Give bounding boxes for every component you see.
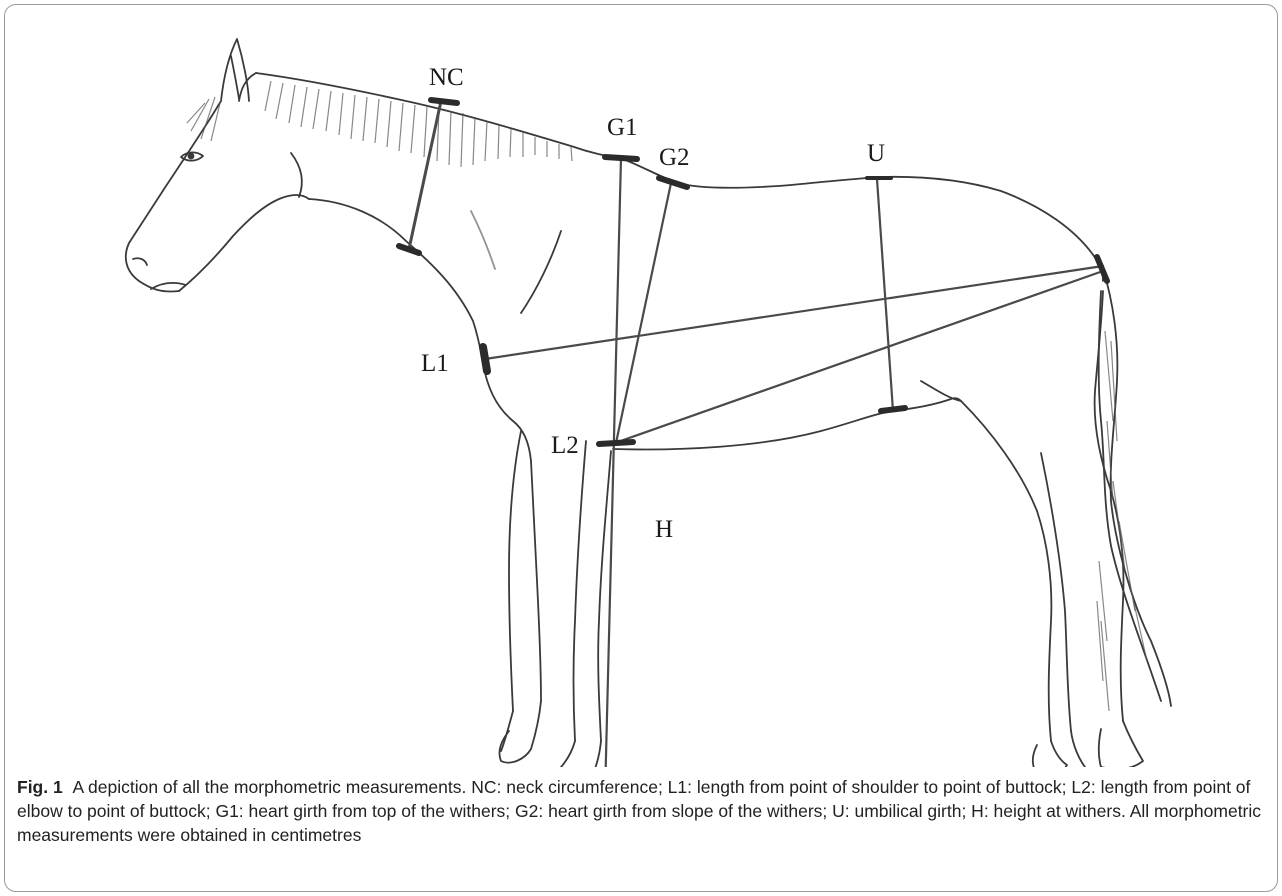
l2-marker <box>599 442 633 444</box>
h-line <box>605 158 621 767</box>
figure-number: Fig. 1 <box>17 777 63 797</box>
l2-line <box>615 271 1103 443</box>
label-l1: L1 <box>421 350 449 377</box>
figure-caption: Fig. 1 A depiction of all the morphometr… <box>17 775 1267 847</box>
u-bottom-marker <box>881 408 905 411</box>
measurement-lines <box>409 101 1103 767</box>
label-u: U <box>867 140 885 167</box>
nc-top-marker <box>431 100 457 103</box>
g2-marker <box>659 178 687 187</box>
caption-text: A depiction of all the morphometric meas… <box>17 777 1261 845</box>
horse-outline <box>126 39 1171 767</box>
measurement-labels: NC G1 G2 U L1 L2 H <box>421 64 885 543</box>
u-line <box>877 179 893 411</box>
horse-diagram: NC G1 G2 U L1 L2 H <box>5 5 1277 767</box>
l1-line <box>485 266 1103 359</box>
label-g2: G2 <box>659 144 690 171</box>
mane-hatching <box>187 81 1147 711</box>
label-l2: L2 <box>551 432 579 459</box>
nc-bottom-marker <box>399 246 419 253</box>
g2-line <box>616 183 671 443</box>
l1-marker <box>483 347 487 371</box>
figure-frame: NC G1 G2 U L1 L2 H Fig. 1 A depiction of… <box>4 4 1278 892</box>
label-g1: G1 <box>607 114 638 141</box>
measurement-markers <box>399 100 1107 767</box>
label-h: H <box>655 516 673 543</box>
g1-marker <box>605 157 637 159</box>
label-nc: NC <box>429 64 464 91</box>
